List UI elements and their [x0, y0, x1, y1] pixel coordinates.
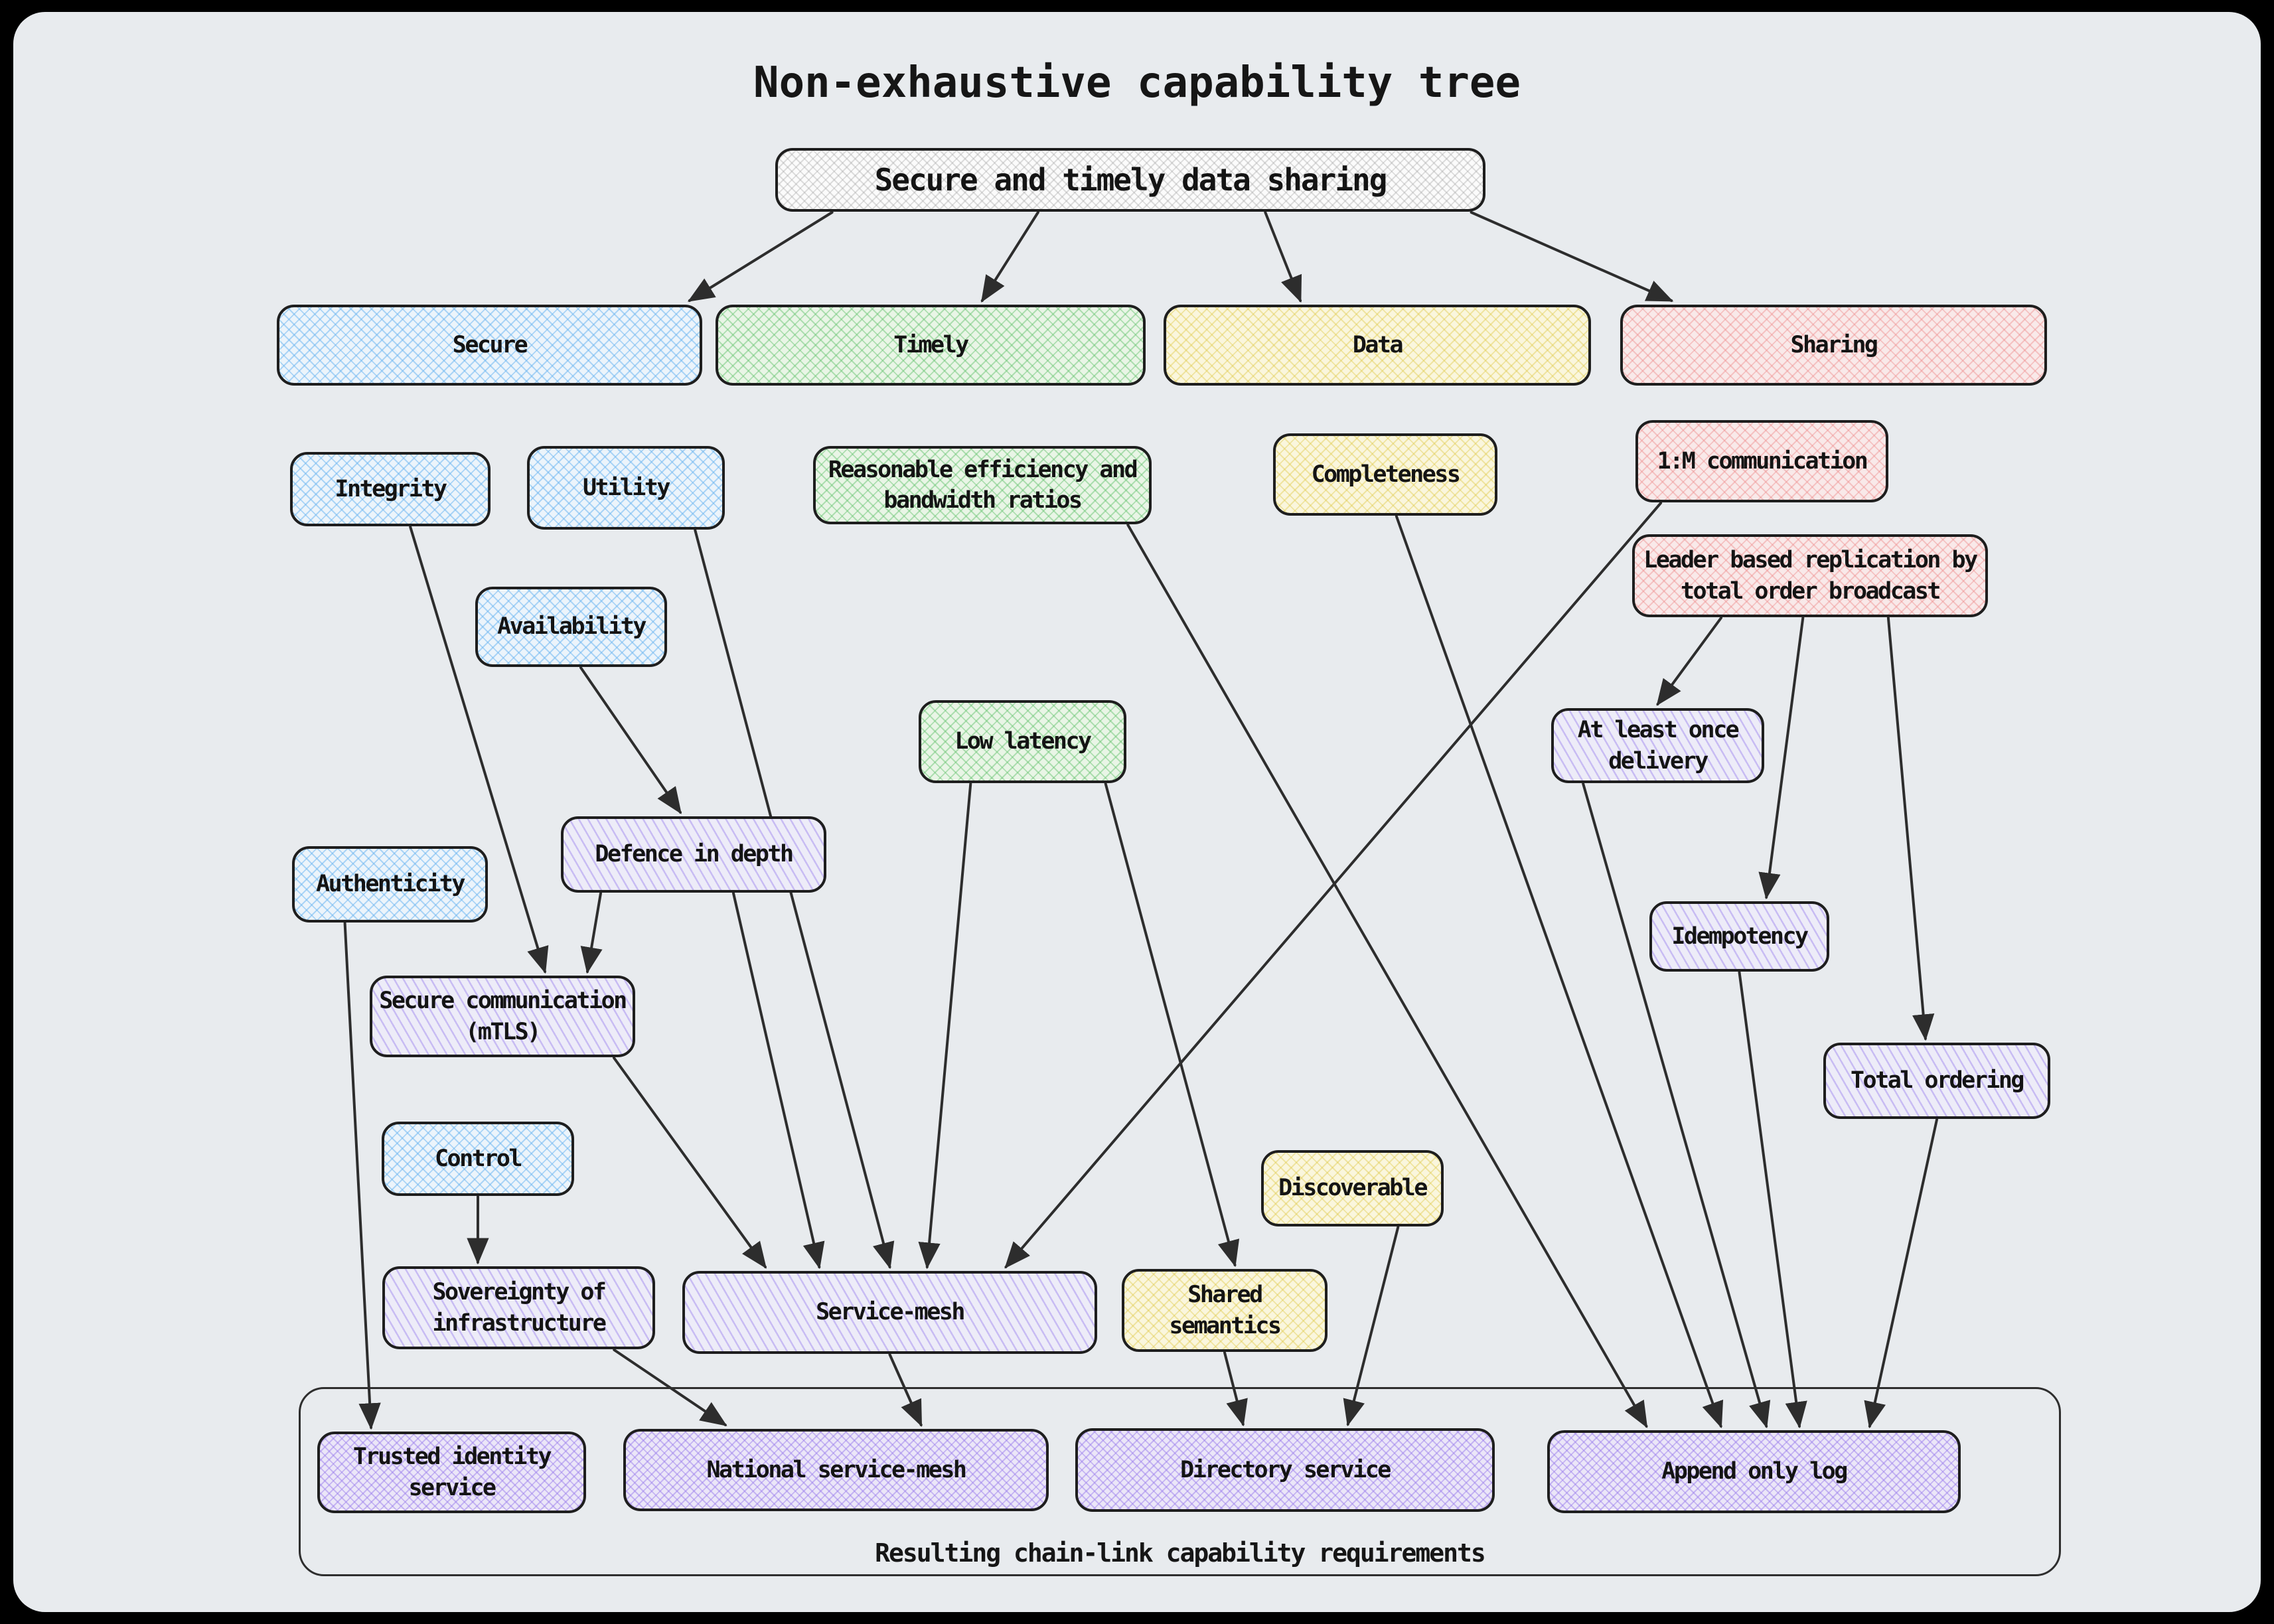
node-availability: Availability	[475, 587, 667, 667]
edge-utility-to-servicemesh	[694, 529, 895, 1270]
edge-root-to-sharing	[1470, 211, 1674, 302]
node-label-secure: Secure	[452, 331, 528, 358]
node-discoverable: Discoverable	[1261, 1150, 1444, 1226]
node-label-directory: Directory service	[1180, 1456, 1391, 1483]
node-label-servicemesh: Service-mesh	[816, 1299, 965, 1326]
node-tis: Trusted identity service	[317, 1432, 586, 1513]
node-label-timely: Timely	[893, 331, 969, 358]
node-mtls: Secure communication (mTLS)	[370, 976, 635, 1057]
node-servicemesh: Service-mesh	[682, 1271, 1097, 1354]
node-label-integrity: Integrity	[335, 475, 447, 502]
node-root: Secure and timely data sharing	[775, 148, 1485, 212]
edge-did-to-mtls	[580, 892, 603, 974]
node-secure: Secure	[277, 305, 702, 386]
node-label-sharedsem: Shared semantics	[1169, 1282, 1282, 1339]
node-totalordering: Total ordering	[1823, 1043, 2050, 1119]
edge-integrity-to-mtls	[409, 526, 549, 974]
node-sharedsem: Shared semantics	[1122, 1269, 1327, 1352]
requirements-group-box: Resulting chain-link capability requirem…	[299, 1387, 2061, 1576]
node-label-national: National service-mesh	[706, 1456, 967, 1483]
edge-leader-to-alo	[1656, 617, 1722, 706]
edge-authenticity-to-tis	[343, 922, 381, 1430]
node-label-idempotency: Idempotency	[1671, 923, 1809, 950]
node-lowlatency: Low latency	[919, 700, 1126, 783]
node-sharing: Sharing	[1620, 305, 2047, 386]
node-label-completeness: Completeness	[1311, 461, 1461, 488]
edge-lowlatency-to-servicemesh	[918, 782, 972, 1270]
node-idempotency: Idempotency	[1649, 901, 1829, 972]
requirements-group-label: Resulting chain-link capability requirem…	[875, 1538, 1486, 1568]
node-one2m: 1:M communication	[1635, 420, 1888, 502]
node-data: Data	[1164, 305, 1591, 386]
node-label-control: Control	[434, 1145, 523, 1172]
edge-root-to-data	[1264, 211, 1302, 303]
node-label-tis: Trusted identity service	[352, 1443, 552, 1501]
node-label-reaseff: Reasonable efficiency and bandwidth rati…	[828, 456, 1138, 514]
node-integrity: Integrity	[290, 452, 491, 526]
node-label-did: Defence in depth	[595, 841, 794, 868]
node-completeness: Completeness	[1273, 433, 1497, 516]
node-leader: Leader based replication by total order …	[1632, 534, 1988, 617]
edge-mtls-to-servicemesh	[613, 1057, 767, 1269]
node-directory: Directory service	[1075, 1428, 1495, 1512]
node-label-authenticity: Authenticity	[316, 871, 465, 898]
node-label-one2m: 1:M communication	[1657, 447, 1868, 475]
edge-lowlatency-to-sharedsem	[1104, 782, 1240, 1268]
node-label-root: Secure and timely data sharing	[874, 161, 1388, 198]
node-alo: At least once delivery	[1551, 708, 1764, 783]
node-label-leader: Leader based replication by total order …	[1643, 547, 1978, 605]
node-reaseff: Reasonable efficiency and bandwidth rati…	[813, 446, 1152, 524]
edge-leader-to-totalordering	[1886, 617, 1935, 1041]
node-label-alo: At least once delivery	[1577, 717, 1740, 775]
node-label-sovereignty: Sovereignty of infrastructure	[432, 1279, 607, 1337]
node-utility: Utility	[527, 446, 725, 530]
node-label-data: Data	[1352, 331, 1404, 358]
node-label-totalordering: Total ordering	[1850, 1067, 2025, 1094]
node-did: Defence in depth	[561, 816, 826, 893]
node-authenticity: Authenticity	[292, 846, 488, 923]
node-label-sharing: Sharing	[1790, 331, 1878, 358]
node-aol: Append only log	[1547, 1430, 1961, 1513]
node-timely: Timely	[716, 305, 1146, 386]
edge-totalordering-to-aol	[1864, 1118, 1938, 1429]
node-label-availability: Availability	[497, 613, 646, 640]
diagram-title: Non-exhaustive capability tree	[753, 58, 1521, 108]
edge-leader-to-idempotency	[1758, 617, 1805, 900]
node-national: National service-mesh	[623, 1429, 1049, 1511]
edge-servicemesh-to-national	[888, 1353, 923, 1428]
node-sovereignty: Sovereignty of infrastructure	[382, 1266, 655, 1349]
edge-idempotency-to-aol	[1738, 971, 1807, 1429]
edge-completeness-to-aol	[1395, 515, 1724, 1429]
edge-reaseff-to-aol	[1126, 524, 1648, 1428]
node-label-utility: Utility	[582, 474, 671, 501]
edge-did-to-servicemesh	[732, 892, 825, 1270]
node-control: Control	[382, 1122, 574, 1196]
edge-root-to-timely	[980, 211, 1039, 303]
node-label-mtls: Secure communication (mTLS)	[379, 988, 627, 1045]
edge-one2m-to-servicemesh	[1004, 502, 1663, 1269]
node-label-aol: Append only log	[1661, 1458, 1848, 1485]
edge-alo-to-aol	[1582, 782, 1771, 1429]
edge-availability-to-did	[579, 666, 682, 814]
node-label-discoverable: Discoverable	[1278, 1175, 1428, 1202]
node-label-lowlatency: Low latency	[954, 728, 1092, 755]
edge-discoverable-to-directory	[1343, 1226, 1400, 1427]
edge-root-to-secure	[687, 211, 834, 302]
